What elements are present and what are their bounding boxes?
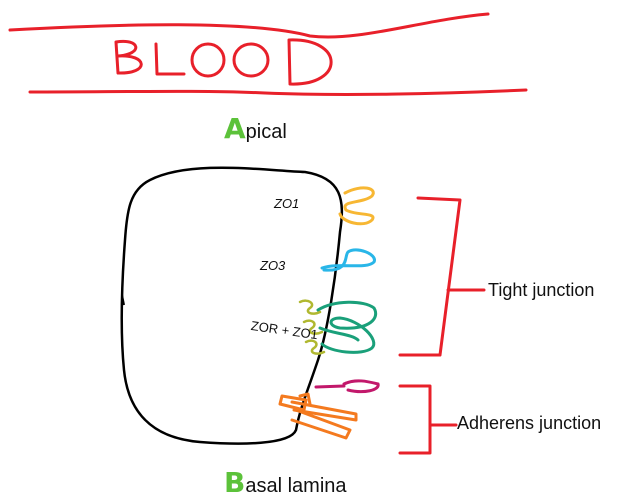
blood-vessel-top-wall — [10, 14, 488, 37]
adherens-junction-label: Adherens junction — [457, 413, 601, 434]
apical-first-letter: A — [224, 112, 246, 145]
adherens-orange-strands — [280, 394, 356, 438]
apical-label: Apical — [224, 112, 287, 145]
apical-rest: pical — [246, 121, 287, 143]
tight-junction-label: Tight junction — [488, 280, 594, 301]
blood-label — [116, 40, 331, 84]
adherens-junction-bracket — [400, 386, 456, 453]
zo3-protein-squiggle — [322, 250, 374, 270]
zo3-label: ZO3 — [260, 258, 285, 273]
zo1-label: ZO1 — [274, 196, 299, 211]
basal-first-letter: B — [224, 466, 245, 499]
basal-rest: asal lamina — [245, 475, 346, 497]
basal-lamina-label: Basal lamina — [224, 466, 347, 499]
adherens-magenta-strand — [316, 381, 378, 392]
blood-vessel-bottom-wall — [30, 90, 526, 94]
tight-junction-bracket — [400, 198, 484, 355]
zo1-protein-squiggle — [340, 188, 373, 224]
